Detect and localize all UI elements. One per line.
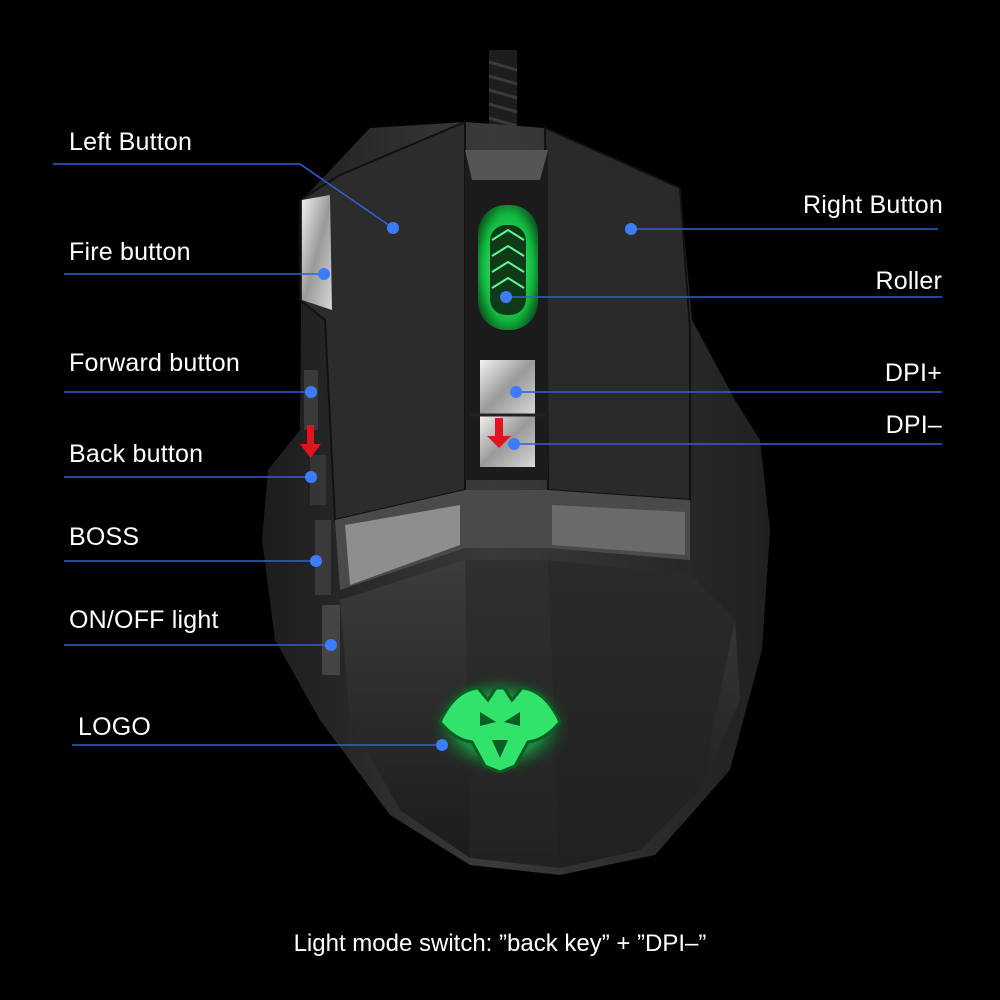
callout-dots bbox=[305, 222, 637, 751]
caption: Light mode switch: ”back key” + ”DPI–” bbox=[293, 930, 707, 957]
label-back-button: Back button bbox=[69, 440, 204, 468]
fire-button-strip bbox=[302, 195, 332, 310]
scroll-wheel bbox=[478, 205, 538, 330]
label-dpi-minus: DPI– bbox=[885, 411, 942, 439]
down-arrow-icon bbox=[487, 418, 511, 448]
label-forward-button: Forward button bbox=[69, 349, 240, 377]
bat-emblem-icon bbox=[428, 673, 572, 777]
label-right-button: Right Button bbox=[803, 191, 943, 219]
label-logo: LOGO bbox=[78, 713, 152, 741]
callout-lines bbox=[53, 163, 942, 746]
side-down-arrow-icon bbox=[300, 425, 321, 458]
dpi-buttons bbox=[470, 360, 545, 467]
label-boss: BOSS bbox=[69, 523, 140, 551]
label-left-button: Left Button bbox=[69, 128, 193, 156]
callout-left-button bbox=[53, 163, 394, 229]
label-roller: Roller bbox=[875, 267, 942, 295]
label-fire-button: Fire button bbox=[69, 238, 191, 266]
label-dpi-plus: DPI+ bbox=[884, 359, 942, 387]
side-buttons bbox=[304, 370, 340, 675]
label-onoff-light: ON/OFF light bbox=[69, 606, 219, 634]
